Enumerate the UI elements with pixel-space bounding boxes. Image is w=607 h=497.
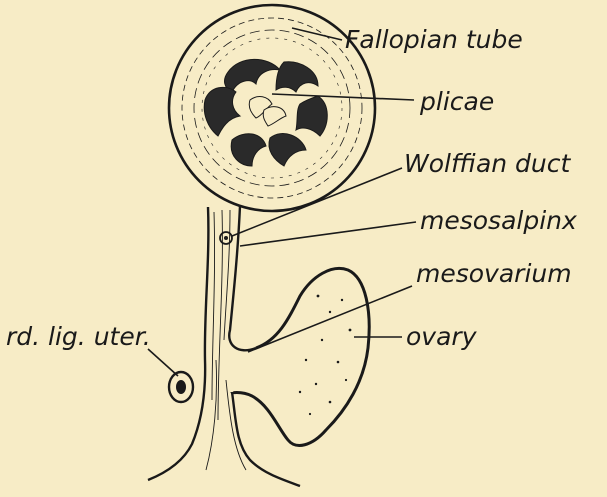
ovary	[232, 268, 369, 445]
mesosalpinx-stalk	[148, 206, 300, 486]
round-ligament	[169, 372, 193, 402]
ovary-follicles	[299, 295, 352, 416]
leader-wolffian-duct	[232, 168, 402, 236]
leader-round-ligament	[148, 349, 178, 376]
plicae	[204, 59, 327, 166]
label-round-ligament: rd. lig. uter.	[6, 322, 151, 351]
wolffian-duct	[220, 232, 232, 244]
label-wolffian-duct: Wolffian duct	[404, 149, 572, 178]
leader-mesosalpinx	[240, 222, 416, 246]
label-plicae: plicae	[419, 87, 494, 116]
label-ovary: ovary	[406, 322, 478, 351]
label-fallopian-tube: Fallopian tube	[345, 25, 523, 54]
label-mesovarium: mesovarium	[416, 259, 572, 288]
label-mesosalpinx: mesosalpinx	[420, 206, 577, 235]
leader-plicae	[272, 94, 414, 100]
leader-mesovarium	[248, 286, 412, 352]
